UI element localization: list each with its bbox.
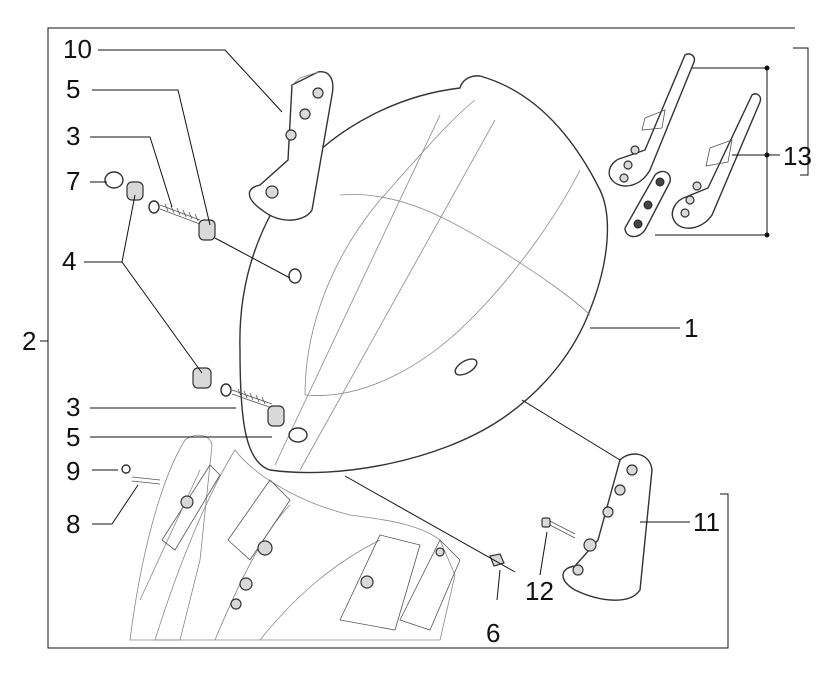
- callout-4: 4: [62, 246, 76, 276]
- callout-5-lower: 5: [66, 422, 80, 452]
- callout-5-upper: 5: [66, 74, 80, 104]
- callout-8: 8: [66, 509, 80, 539]
- front-fairing: [129, 434, 461, 641]
- callout-7: 7: [66, 166, 80, 196]
- lower-hardware: [121, 367, 576, 567]
- callout-9: 9: [66, 456, 80, 486]
- windscreen: [239, 75, 609, 474]
- callout-10: 10: [63, 34, 92, 64]
- callout-labels: 10 5 3 7 4 2 3 5 9 8 1 11 12 6 13: [22, 34, 812, 648]
- callout-1: 1: [684, 313, 698, 343]
- mounting-bracket-11: [562, 453, 653, 601]
- callout-13: 13: [783, 141, 812, 171]
- callout-11: 11: [693, 507, 720, 537]
- callout-12: 12: [525, 576, 554, 606]
- mounting-bracket-10: [248, 71, 334, 221]
- bracket-group-2: [40, 27, 795, 649]
- callout-2: 2: [22, 326, 36, 356]
- callout-6: 6: [486, 618, 500, 648]
- upper-hardware: [104, 171, 216, 241]
- callout-3-lower: 3: [66, 392, 80, 422]
- callout-3-upper: 3: [66, 121, 80, 151]
- bracket-kit-13: [608, 53, 762, 238]
- leader-lines: [84, 47, 809, 601]
